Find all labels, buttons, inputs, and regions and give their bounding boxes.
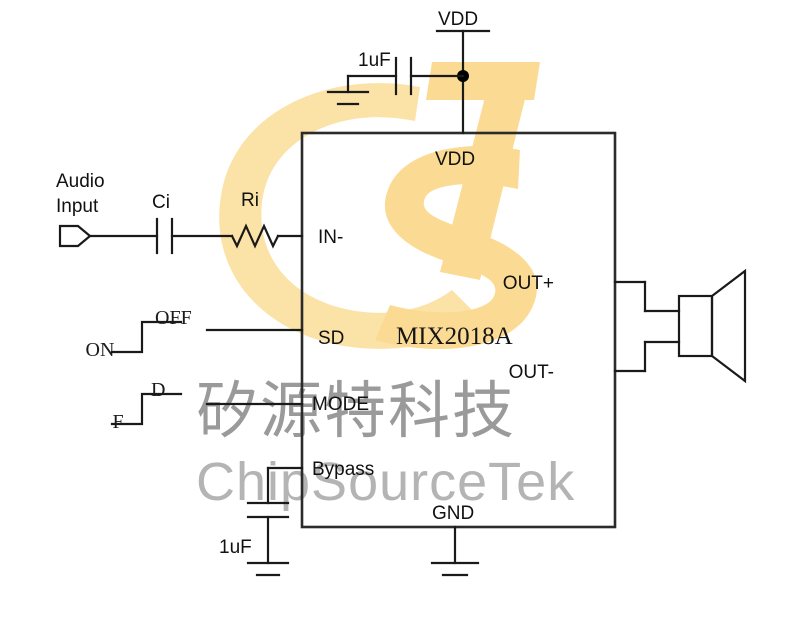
pin-label-out-minus: OUT- [509,362,554,383]
chip-part-number: MIX2018A [396,323,513,350]
cap-bypass-label: 1uF [219,537,252,558]
pin-label-out-plus: OUT+ [503,273,554,294]
supply-rail-label: VDD [438,9,478,30]
audio-input-net [58,217,304,255]
labels-layer: Audio Input Ci Ri VDD 1uF 1uF VDD IN- SD… [56,9,554,558]
mode-switch-label-f: F [112,411,123,433]
mode-control-net [110,392,304,426]
bypass-net [246,466,304,577]
sd-control-net [110,320,304,354]
logo-letter-c [219,83,480,349]
pin-label-sd: SD [318,328,344,349]
sd-switch-label-on: ON [86,339,115,361]
vdd-supply-net [326,29,491,135]
sd-switch-symbol [110,320,183,354]
audio-input-label-line2: Input [56,196,99,217]
speaker-body [677,294,714,358]
company-watermark: 矽源特科技 ChipSourceTek [196,374,574,512]
speaker-cone [710,268,747,384]
audio-input-label-line1: Audio [56,171,105,192]
res-ri-label: Ri [241,190,259,211]
pin-label-in-minus: IN- [318,227,343,248]
resistor-ri-symbol [230,223,280,249]
speaker-output-net [613,268,747,384]
pin-label-bypass: Bypass [312,459,374,480]
cap-supply-label: 1uF [358,50,391,71]
cst-logo-watermark [219,62,540,350]
pin-label-vdd: VDD [435,149,475,170]
logo-letter-t-stem [440,70,530,280]
audio-input-connector [58,224,92,248]
gnd-net [430,525,480,577]
pin-label-gnd: GND [432,503,474,524]
mode-switch-symbol [110,392,183,426]
watermark-chinese: 矽源特科技 [196,374,516,447]
cap-ci-label: Ci [152,192,170,213]
mode-switch-label-d: D [151,379,165,401]
sd-switch-label-off: OFF [155,307,192,329]
pin-label-mode: MODE [312,394,369,415]
